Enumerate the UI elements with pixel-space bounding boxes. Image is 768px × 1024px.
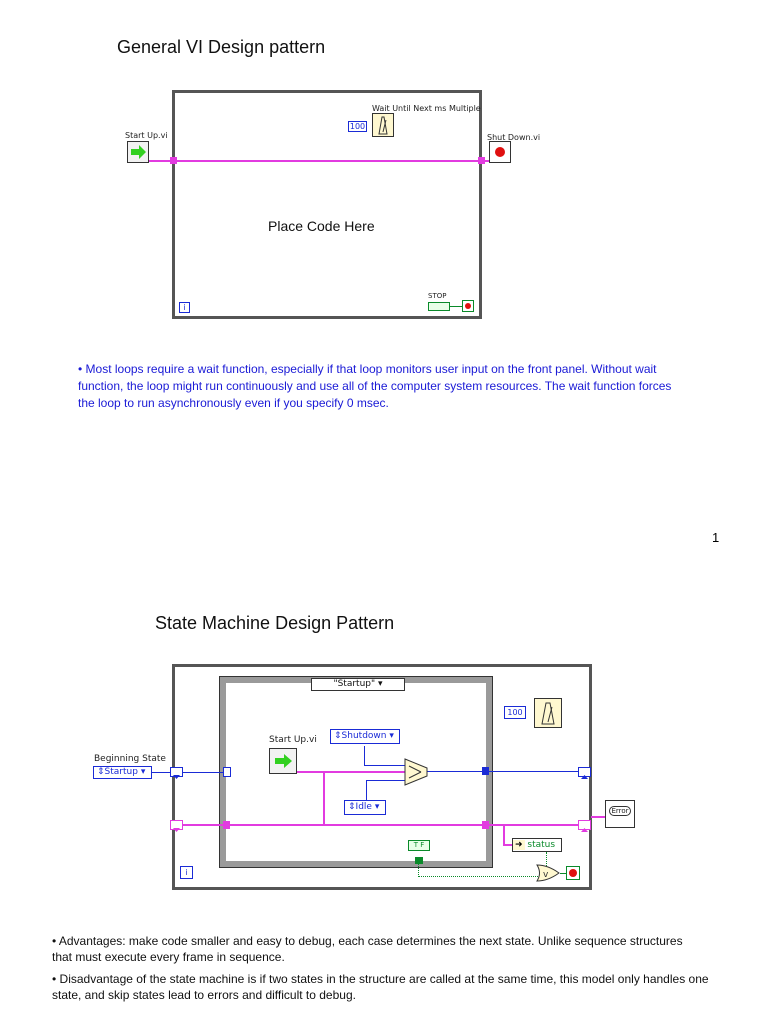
arrow-right-icon <box>131 145 146 159</box>
idle-wire-h <box>366 780 409 781</box>
status-wire <box>546 852 548 866</box>
bool-wire <box>450 306 462 307</box>
stop-label: STOP <box>428 292 447 300</box>
idle-enum-value: Idle <box>355 802 372 812</box>
slide1-note: • Most loops require a wait function, es… <box>78 362 672 410</box>
error-wire-main <box>180 824 590 826</box>
error-wire-status-h <box>503 844 513 846</box>
case-selector-value: "Startup" <box>333 679 376 689</box>
startup-vi-label-2: Start Up.vi <box>269 735 317 745</box>
tunnel-right <box>478 157 485 164</box>
shutdown-vi[interactable] <box>489 141 511 163</box>
state-wire-in <box>152 772 227 773</box>
case-tunnel-in-error <box>223 821 230 829</box>
error-wire <box>149 160 489 162</box>
unbundle-status[interactable]: ➜ status <box>512 838 562 852</box>
bool-constant[interactable]: T F <box>408 840 430 851</box>
shutdown-enum-value: Shutdown <box>341 731 387 741</box>
wait-ms-constant[interactable]: 100 <box>348 121 367 132</box>
select-function-icon <box>404 758 428 786</box>
error-wire-drop <box>323 771 325 826</box>
stop-button[interactable] <box>428 302 450 311</box>
iteration-terminal-2: i <box>180 866 193 879</box>
beginning-state-enum[interactable]: ⇕Startup ▾ <box>93 766 152 779</box>
arrow-right-icon <box>275 754 292 768</box>
wait-label: Wait Until Next ms Multiple <box>372 104 481 113</box>
wait-function-2[interactable] <box>534 698 562 728</box>
bool-tunnel <box>415 857 423 864</box>
svg-text:v: v <box>543 870 549 880</box>
unbundle-arrow-icon: ➜ <box>513 840 525 850</box>
while-loop <box>172 90 482 319</box>
disadvantages-text: • Disadvantage of the state machine is i… <box>52 972 709 1002</box>
stop-condition-icon <box>465 303 471 309</box>
error-handler[interactable]: Error <box>605 800 635 828</box>
startup-vi[interactable] <box>127 141 149 163</box>
beginning-state-value: Startup <box>104 767 138 777</box>
state-wire-out <box>426 771 586 772</box>
advantages-text: • Advantages: make code smaller and easy… <box>52 934 683 964</box>
idle-enum[interactable]: ⇕Idle ▾ <box>344 800 386 815</box>
iteration-terminal: i <box>179 302 190 313</box>
startup-vi-label: Start Up.vi <box>125 131 168 140</box>
slide2-title: State Machine Design Pattern <box>155 613 395 633</box>
shutdown-wire-v <box>364 746 365 766</box>
shift-register-left-error <box>170 820 183 832</box>
wait-function[interactable] <box>372 113 394 137</box>
metronome-icon <box>378 116 388 135</box>
unbundle-label: status <box>527 840 556 850</box>
error-wire-branch <box>297 771 407 773</box>
startup-vi-2[interactable] <box>269 748 297 774</box>
idle-wire-v <box>366 780 367 800</box>
or-wire <box>560 873 566 874</box>
metronome-icon <box>541 702 555 725</box>
slide1-title: General VI Design pattern <box>117 37 326 57</box>
loop-condition-2 <box>566 866 580 880</box>
arrow-up-icon <box>581 775 588 779</box>
or-function-icon: v <box>536 864 560 882</box>
error-wire-out <box>591 816 605 818</box>
bool-wire-v <box>418 864 420 877</box>
case-selector-terminal <box>223 767 231 777</box>
shutdown-enum[interactable]: ⇕Shutdown ▾ <box>330 729 400 744</box>
case-tunnel-out-state <box>482 767 489 775</box>
stop-dot-icon <box>495 147 505 157</box>
shift-register-left-state <box>170 767 183 779</box>
case-selector[interactable]: "Startup" ▾ <box>311 678 405 691</box>
beginning-state-label: Beginning State <box>94 754 166 764</box>
error-handler-label: Error <box>609 806 631 816</box>
shift-register-right-state <box>578 767 591 779</box>
wait-ms-constant-2[interactable]: 100 <box>504 706 526 719</box>
arrow-up-icon <box>581 828 588 832</box>
shutdown-wire-h <box>364 765 409 766</box>
shutdown-vi-label: Shut Down.vi <box>487 133 541 142</box>
arrow-down-icon <box>173 828 180 832</box>
tunnel-left <box>170 157 177 164</box>
place-code-text: Place Code Here <box>268 218 375 234</box>
shift-register-right-error <box>578 820 591 832</box>
case-tunnel-out-error <box>482 821 489 829</box>
page-number: 1 <box>712 530 720 545</box>
loop-condition <box>462 300 474 312</box>
arrow-down-icon <box>173 775 180 779</box>
error-wire-status <box>503 824 505 846</box>
bool-wire-h <box>418 876 538 878</box>
stop-condition-icon <box>569 869 577 877</box>
